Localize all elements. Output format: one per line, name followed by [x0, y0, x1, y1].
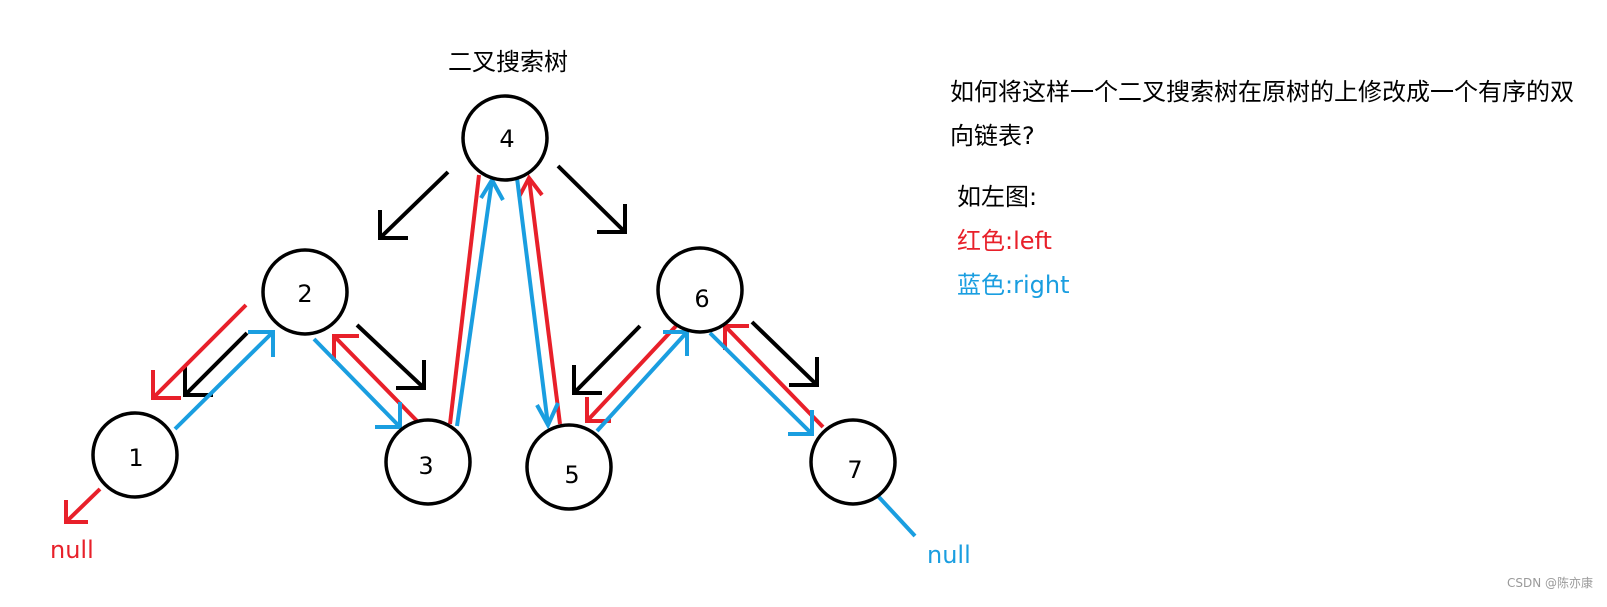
legend-intro: 如左图:: [957, 183, 1038, 211]
right-2-3-head: [375, 402, 402, 429]
edge-6-7-head: [789, 357, 819, 387]
watermark: CSDN @陈亦康: [1506, 576, 1593, 590]
right-4-5-head: [535, 402, 560, 430]
null-left-label: null: [50, 536, 94, 564]
left-7-6-head: [723, 324, 749, 350]
left-3-2: [332, 334, 420, 424]
legend-red-left: 红色:left: [957, 227, 1052, 255]
left-7-6: [723, 324, 825, 429]
right-5-6-head: [663, 330, 689, 356]
right-1-2: [173, 330, 275, 431]
right-3-4-head: [479, 176, 505, 201]
question-text: 如何将这样一个二叉搜索树在原树的上修改成一个有序的双向链表?: [950, 78, 1574, 150]
node-2: 2: [261, 248, 349, 336]
left-5-4: [527, 177, 562, 425]
edge-2-3-head: [396, 360, 426, 390]
left-2-1: [151, 303, 248, 400]
node-5: 5: [525, 423, 613, 511]
edge-4-6-head: [597, 204, 627, 234]
node-4: 4: [461, 94, 549, 182]
left-1-null-head: [64, 500, 88, 524]
left-3-2-head: [332, 334, 359, 361]
edge-4-2-head: [378, 210, 408, 240]
node-6-label: 6: [694, 285, 709, 313]
edge-2-1-head: [183, 367, 213, 397]
edge-6-5-head: [572, 365, 602, 395]
legend: 如左图: 红色:left 蓝色:right: [957, 175, 1069, 307]
edge-6-5: [572, 324, 642, 395]
edge-4-2: [378, 170, 450, 240]
node-4-label: 4: [499, 125, 514, 153]
node-6: 6: [656, 246, 744, 334]
node-7: 7: [809, 418, 897, 506]
null-right-label: null: [927, 541, 971, 569]
edge-2-1: [183, 331, 249, 397]
right-4-5: [515, 177, 550, 426]
right-5-6: [595, 330, 689, 433]
left-1-null: [64, 487, 102, 524]
left-6-5-head: [585, 397, 611, 423]
node-1: 1: [91, 411, 179, 499]
right-6-7-head: [788, 410, 814, 436]
node-3: 3: [384, 418, 472, 506]
left-4-3: [448, 174, 481, 425]
edge-2-3: [355, 323, 426, 390]
right-pointer-arrows: [173, 176, 917, 538]
tree-edge-arrows: [183, 164, 819, 397]
left-pointer-arrows: [64, 174, 825, 524]
edge-6-7: [750, 320, 819, 387]
diagram-title: 二叉搜索树: [448, 48, 568, 76]
right-2-3: [312, 337, 402, 429]
left-2-1-head: [151, 370, 181, 400]
left-6-5: [585, 324, 678, 423]
node-3-label: 3: [418, 452, 433, 480]
edge-4-6: [556, 164, 627, 234]
legend-blue-right: 蓝色:right: [957, 271, 1070, 299]
node-2-label: 2: [297, 280, 312, 308]
tree-nodes: 4 2 6 1 3 5 7: [91, 94, 897, 511]
node-5-label: 5: [564, 461, 579, 489]
right-7-null: [875, 493, 917, 538]
left-5-4-head: [517, 174, 544, 198]
node-7-label: 7: [847, 456, 862, 484]
node-1-label: 1: [128, 444, 143, 472]
right-3-4: [455, 179, 494, 427]
right-6-7: [708, 331, 814, 436]
right-1-2-head: [248, 330, 275, 357]
